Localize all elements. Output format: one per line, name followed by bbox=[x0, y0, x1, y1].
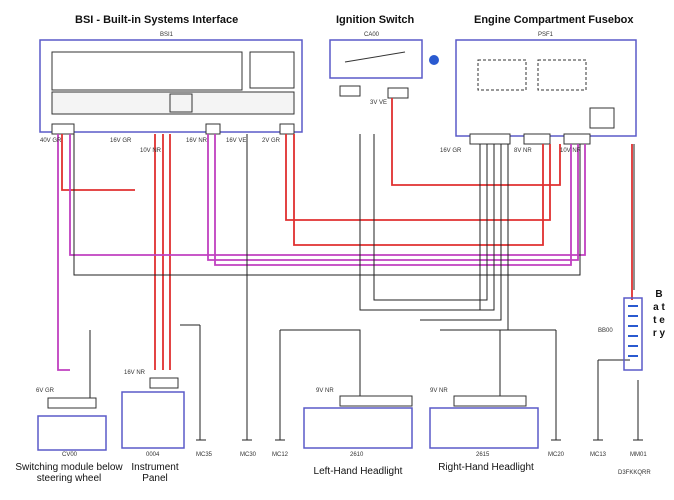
psf-relay2 bbox=[537, 59, 587, 91]
rh-pins bbox=[453, 395, 527, 407]
bsi-pins-right bbox=[279, 123, 295, 135]
bsi-bus bbox=[51, 91, 295, 115]
psf-chip bbox=[589, 107, 615, 129]
switch-module-caption: Switching module below steering wheel bbox=[15, 462, 123, 484]
ip-pins bbox=[149, 377, 179, 389]
bsi-sub bbox=[249, 51, 295, 89]
lh-pins bbox=[339, 395, 413, 407]
switch-module-pins bbox=[47, 397, 97, 409]
bsi-code: BSI1 bbox=[160, 32, 174, 38]
right-headlight-box bbox=[429, 407, 539, 449]
lh-caption: Left-Hand Headlight bbox=[313, 466, 403, 477]
ground-mm01: MM01 bbox=[630, 452, 647, 458]
rh-caption: Right-Hand Headlight bbox=[438, 462, 534, 473]
conn-bsi-mid3: 16V NR bbox=[186, 138, 208, 144]
ignition-code: CA00 bbox=[364, 32, 380, 38]
ip-code: 0004 bbox=[146, 452, 160, 458]
ign-pins bbox=[387, 87, 409, 99]
black-wires bbox=[73, 134, 639, 440]
conn-bsi-mid4: 16V VE bbox=[226, 138, 247, 144]
conn-psf-mid: 8V NR bbox=[514, 148, 532, 154]
fusebox-code: PSF1 bbox=[538, 32, 554, 38]
ip-caption: Instrument Panel bbox=[131, 462, 179, 484]
conn-bsi-left: 40V GR bbox=[40, 138, 62, 144]
fusebox-box bbox=[455, 39, 637, 137]
battery-code: BB00 bbox=[598, 328, 613, 334]
ground-mc35: MC35 bbox=[196, 452, 213, 458]
conn-lh: 9V NR bbox=[316, 388, 334, 394]
psf-relay1 bbox=[477, 59, 527, 91]
conn-bsi-mid1: 16V GR bbox=[110, 138, 132, 144]
key-icon bbox=[429, 55, 439, 65]
ignition-title: Ignition Switch bbox=[336, 14, 415, 26]
magenta-wires bbox=[57, 134, 586, 371]
battery-cells bbox=[628, 305, 638, 357]
rh-code: 2615 bbox=[476, 452, 490, 458]
ground-mc12: MC12 bbox=[272, 452, 289, 458]
bsi-title: BSI - Built-in Systems Interface bbox=[75, 14, 239, 26]
switch-module-box bbox=[37, 415, 107, 451]
conn-bsi-right: 2V GR bbox=[262, 138, 281, 144]
battery-caption: B a t t e r y bbox=[652, 289, 666, 339]
lh-code: 2610 bbox=[350, 452, 364, 458]
ign-block bbox=[339, 85, 361, 97]
diagram-ref: D3FKKQRR bbox=[618, 470, 651, 476]
psf-pins-right bbox=[563, 133, 591, 145]
instrument-panel-box bbox=[121, 391, 185, 449]
conn-cv00: 6V GR bbox=[36, 388, 55, 394]
bsi-box bbox=[39, 39, 303, 133]
bsi-pins-mid bbox=[205, 123, 221, 135]
ign-contact bbox=[344, 51, 406, 63]
conn-ip: 16V NR bbox=[124, 370, 146, 376]
conn-psf-right: 10V NR bbox=[560, 148, 582, 154]
conn-psf-left: 16V GR bbox=[440, 148, 462, 154]
bsi-inner-relay bbox=[51, 51, 243, 91]
bsi-pins-left bbox=[51, 123, 75, 135]
conn-rh: 9V NR bbox=[430, 388, 448, 394]
battery-box bbox=[623, 297, 643, 371]
ground-mc20: MC20 bbox=[548, 452, 565, 458]
bsi-chip bbox=[169, 93, 193, 113]
ground-mc30: MC30 bbox=[240, 452, 257, 458]
red-wires bbox=[61, 98, 633, 370]
psf-pins-left bbox=[469, 133, 511, 145]
conn-ign: 3V VE bbox=[370, 100, 388, 106]
conn-bsi-mid2: 10V NR bbox=[140, 148, 162, 154]
psf-pins-mid bbox=[523, 133, 551, 145]
switch-module-code: CV00 bbox=[62, 452, 78, 458]
fusebox-title: Engine Compartment Fusebox bbox=[474, 14, 634, 26]
ignition-box bbox=[329, 39, 423, 79]
ground-mc13: MC13 bbox=[590, 452, 607, 458]
left-headlight-box bbox=[303, 407, 413, 449]
